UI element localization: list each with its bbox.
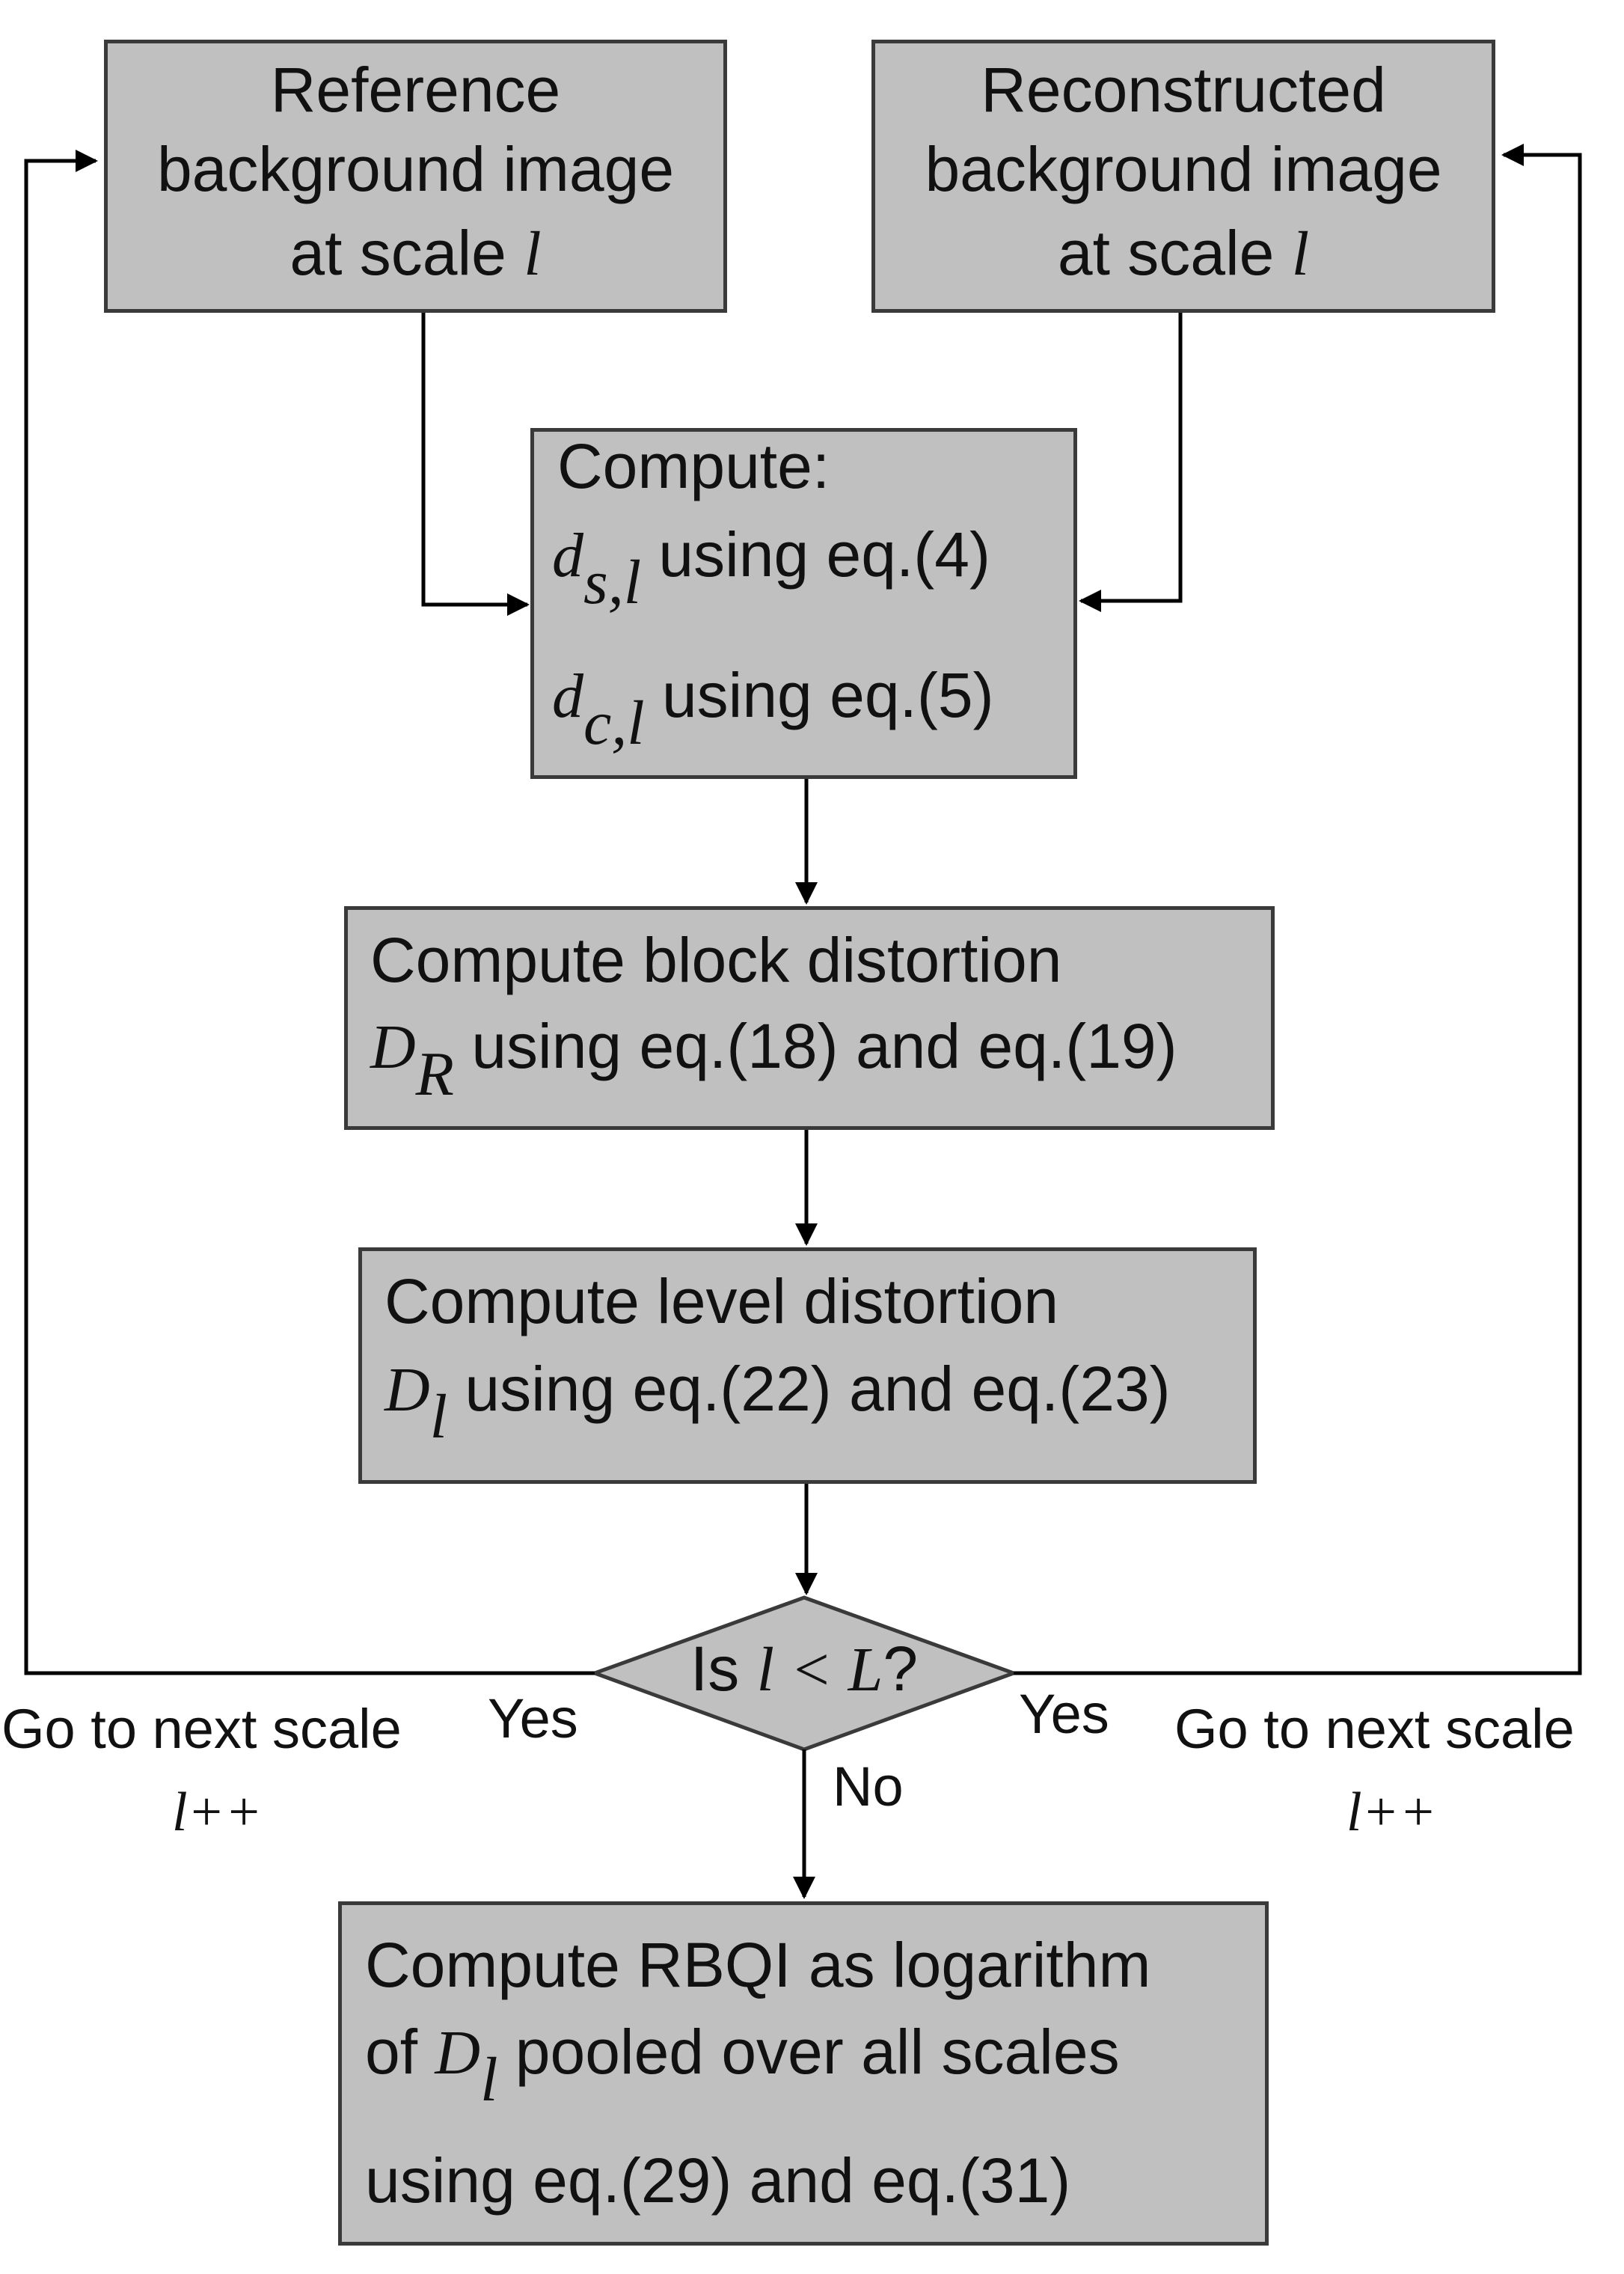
next-scale-left-label: Go to next scale <box>1 1698 402 1760</box>
decision-is: Is <box>690 1633 757 1704</box>
decision-text: Is l < L? <box>595 1633 1014 1706</box>
compute-distances-box: Compute: ds,l using eq.(4) dc,l using eq… <box>530 428 1077 779</box>
dc-var: d <box>552 661 583 731</box>
next-scale-left-var: l++ <box>172 1782 263 1843</box>
ref-line3: at scale l <box>108 218 723 289</box>
recon-scale-label: at scale <box>1057 218 1292 288</box>
decision-var-L: L <box>848 1635 883 1705</box>
ref-line1: Reference <box>270 55 561 125</box>
arrow-yes-right-loop <box>1014 144 1582 1675</box>
ref-scale-label: at scale <box>289 218 524 288</box>
decision-var-l: l <box>756 1635 774 1705</box>
arrow-recon-to-compute <box>1079 311 1183 612</box>
reconstructed-image-box: Reconstructed background image at scale … <box>871 40 1495 313</box>
level-distortion-box: Compute level distortion Dl using eq.(22… <box>358 1247 1257 1484</box>
block-line2: DR using eq.(18) and eq.(19) <box>370 1011 1177 1109</box>
ds-var: d <box>552 521 583 590</box>
recon-line3: at scale l <box>875 218 1492 289</box>
level-line1: Compute level distortion <box>384 1266 1059 1336</box>
final-var: D <box>435 2018 481 2088</box>
no-label: No <box>833 1755 904 1818</box>
yes-left-label: Yes <box>488 1687 578 1749</box>
compute-row-dc: dc,l using eq.(5) <box>552 660 994 758</box>
reference-image-box: Reference background image at scale l <box>104 40 727 313</box>
final-line3: using eq.(29) and eq.(31) <box>365 2145 1071 2216</box>
recon-scale-var: l <box>1291 219 1310 289</box>
level-var: D <box>384 1355 430 1425</box>
block-line1: Compute block distortion <box>370 925 1062 995</box>
level-eq: using eq.(22) and eq.(23) <box>447 1354 1171 1424</box>
final-line1: Compute RBQI as logarithm <box>365 1930 1151 2000</box>
dc-sub: c,l <box>583 688 645 758</box>
ds-sub: s,l <box>583 548 642 617</box>
final-rbqi-box: Compute RBQI as logarithm of Dl pooled o… <box>338 1901 1269 2246</box>
final-sub: l <box>480 2045 498 2115</box>
final-pooled: pooled over all scales <box>497 2017 1120 2087</box>
next-scale-right-var: l++ <box>1346 1782 1437 1843</box>
ds-eq: using eq.(4) <box>641 519 990 590</box>
ref-line2: background image <box>156 134 675 204</box>
decision-op: < <box>773 1635 848 1705</box>
final-of: of <box>365 2017 435 2087</box>
block-distortion-box: Compute block distortion DR using eq.(18… <box>344 906 1275 1130</box>
compute-row-ds: ds,l using eq.(4) <box>552 519 990 617</box>
arrow-ref-to-compute <box>421 311 530 616</box>
decision-q: ? <box>883 1633 919 1704</box>
yes-right-label: Yes <box>1019 1683 1109 1745</box>
arrow-yes-left-loop <box>24 150 595 1675</box>
level-sub: l <box>429 1382 448 1452</box>
dc-eq: using eq.(5) <box>644 660 994 730</box>
compute-title: Compute: <box>557 431 830 501</box>
block-var: D <box>370 1012 416 1082</box>
ref-scale-var: l <box>524 219 542 289</box>
block-sub: R <box>415 1039 454 1109</box>
recon-line2: background image <box>925 134 1442 204</box>
recon-line1: Reconstructed <box>981 55 1386 125</box>
block-eq: using eq.(18) and eq.(19) <box>453 1011 1177 1081</box>
final-line2: of Dl pooled over all scales <box>365 2017 1120 2115</box>
level-line2: Dl using eq.(22) and eq.(23) <box>384 1354 1171 1452</box>
next-scale-right-label: Go to next scale <box>1174 1698 1575 1760</box>
